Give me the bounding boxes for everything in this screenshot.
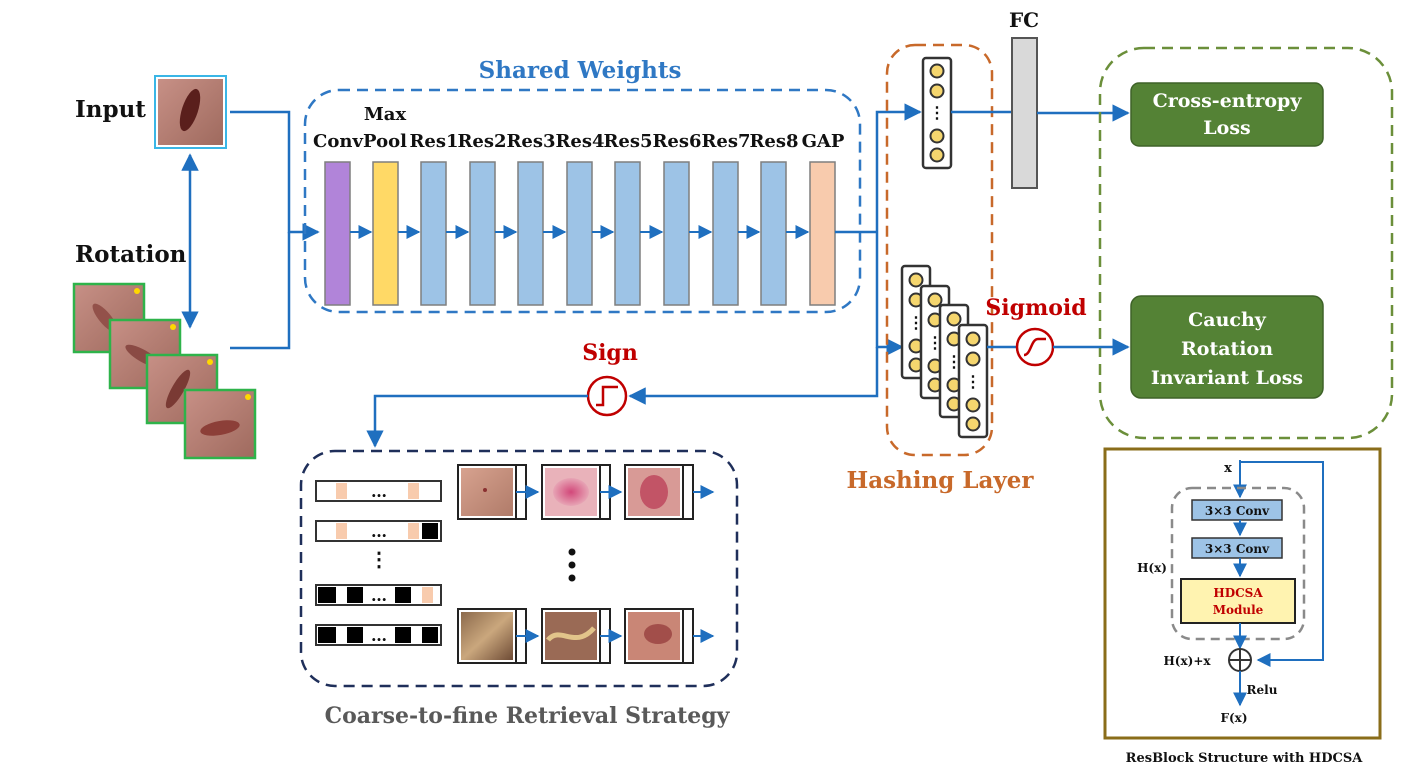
resblock-hx-label: H(x) <box>1137 561 1167 575</box>
resblock-add-icon <box>1228 648 1252 672</box>
layer-block-res6 <box>663 161 690 306</box>
layer-label-res3: Res3 <box>506 131 555 152</box>
to-fc-branch <box>875 103 922 232</box>
layer-label-max: Max <box>364 104 407 125</box>
retrieved-image-top-2 <box>541 464 611 520</box>
layer-block-res1 <box>420 161 447 306</box>
layer-block-res3 <box>517 161 544 306</box>
svg-text:3×3 Conv: 3×3 Conv <box>1205 542 1270 556</box>
layer-block-res5 <box>614 161 641 306</box>
layer-block-res4 <box>566 161 593 306</box>
rotation-image-4 <box>183 388 257 460</box>
input-connector <box>230 110 320 241</box>
retrieved-image-bottom-1 <box>457 608 527 664</box>
cross-entropy-line-1: Cross-entropy <box>1153 90 1303 112</box>
layer-label-res2: Res2 <box>457 131 506 152</box>
input-label: Input <box>75 96 146 123</box>
resblock-skip-connection <box>1240 461 1324 667</box>
svg-text:Module: Module <box>1213 603 1264 617</box>
layer-block-res8 <box>760 161 787 306</box>
hash-code-4: … <box>315 624 442 646</box>
layer-label-res4: Res4 <box>555 131 604 152</box>
sign-icon <box>586 375 628 417</box>
cross-entropy-loss-box: Cross-entropy Loss <box>1130 82 1324 147</box>
retrieved-image-top-1 <box>457 464 527 520</box>
layer-label-pool: Pool <box>363 131 407 152</box>
sign-to-retrieval-arrow <box>366 394 588 448</box>
hash-node-column-top: ⋮ <box>921 56 953 170</box>
resblock-fx-label: F(x) <box>1220 711 1247 725</box>
resblock-conv-1: 3×3 Conv <box>1191 499 1283 521</box>
hash-code-vdots: ⋮ <box>369 547 389 571</box>
rotation-images <box>72 282 257 460</box>
layer-block-res7 <box>712 161 739 306</box>
resblock-relu-label: Relu <box>1247 683 1278 697</box>
input-image <box>154 75 227 149</box>
svg-text:⋮: ⋮ <box>965 372 981 391</box>
layer-block-maxpool <box>372 161 399 306</box>
sigmoid-label: Sigmoid <box>985 295 1086 321</box>
hash-to-sign-arrow <box>628 347 879 405</box>
sigmoid-icon <box>1015 327 1055 367</box>
resblock-hdcsa-module: HDCSA Module <box>1180 578 1296 624</box>
retrieval-box <box>299 449 739 688</box>
resblock-dashed-box <box>1170 486 1306 641</box>
layer-block-conv <box>324 161 351 306</box>
fc-label: FC <box>1009 8 1039 32</box>
hashing-layer-box <box>885 43 994 457</box>
svg-text:3×3 Conv: 3×3 Conv <box>1205 504 1270 518</box>
hashing-layer-label: Hashing Layer <box>846 467 1034 494</box>
cauchy-line-3: Invariant Loss <box>1151 367 1303 389</box>
layer-label-res1: Res1 <box>409 131 458 152</box>
layer-labels: Conv Max Pool Res1 Res2 Res3 Res4 Res5 R… <box>313 104 845 152</box>
cauchy-line-1: Cauchy <box>1188 309 1267 331</box>
rotation-image-1 <box>72 282 146 354</box>
hash-code-2: … <box>315 520 442 542</box>
rotation-label: Rotation <box>75 241 187 268</box>
svg-text:…: … <box>371 626 387 645</box>
resblock-conv-2: 3×3 Conv <box>1191 537 1283 559</box>
layer-block-gap <box>809 161 836 306</box>
retrieved-image-bottom-3 <box>624 608 694 664</box>
cauchy-line-2: Rotation <box>1181 338 1273 360</box>
shared-weights-title: Shared Weights <box>479 57 682 84</box>
hash-code-1: … <box>315 480 442 502</box>
cross-entropy-line-2: Loss <box>1203 117 1250 139</box>
cauchy-loss-box: Cauchy Rotation Invariant Loss <box>1130 295 1324 399</box>
resblock-hx-plus-x-label: H(x)+x <box>1163 654 1211 668</box>
shared-weights-box <box>303 88 862 314</box>
resblock-caption: ResBlock Structure with HDCSA <box>1126 751 1364 766</box>
loss-box <box>1098 46 1394 440</box>
hash-node-stack: ⋮ ⋮ ⋮ ⋮ <box>900 264 989 439</box>
fc-block <box>1011 37 1038 189</box>
retrieval-vertical-dots <box>568 548 576 582</box>
layer-label-res5: Res5 <box>603 131 652 152</box>
retrieved-image-top-3 <box>624 464 694 520</box>
retrieval-title: Coarse-to-fine Retrieval Strategy <box>325 703 731 729</box>
rotation-connector <box>230 232 291 350</box>
retrieved-image-bottom-2 <box>541 608 611 664</box>
layer-label-conv: Conv <box>313 131 363 152</box>
layer-block-res2 <box>469 161 496 306</box>
svg-text:…: … <box>371 522 387 541</box>
sign-label: Sign <box>582 340 638 366</box>
svg-text:…: … <box>371 482 387 501</box>
to-hash-branch <box>875 232 904 356</box>
resblock-x-label: x <box>1224 461 1232 476</box>
svg-text:…: … <box>371 586 387 605</box>
layer-label-gap: GAP <box>802 131 845 152</box>
layer-label-res6: Res6 <box>652 131 701 152</box>
layer-label-res8: Res8 <box>749 131 798 152</box>
svg-text:⋮: ⋮ <box>929 103 945 122</box>
svg-text:HDCSA: HDCSA <box>1213 586 1263 600</box>
layer-blocks <box>324 161 836 306</box>
layer-label-res7: Res7 <box>701 131 750 152</box>
hash-code-3: … <box>315 584 442 606</box>
